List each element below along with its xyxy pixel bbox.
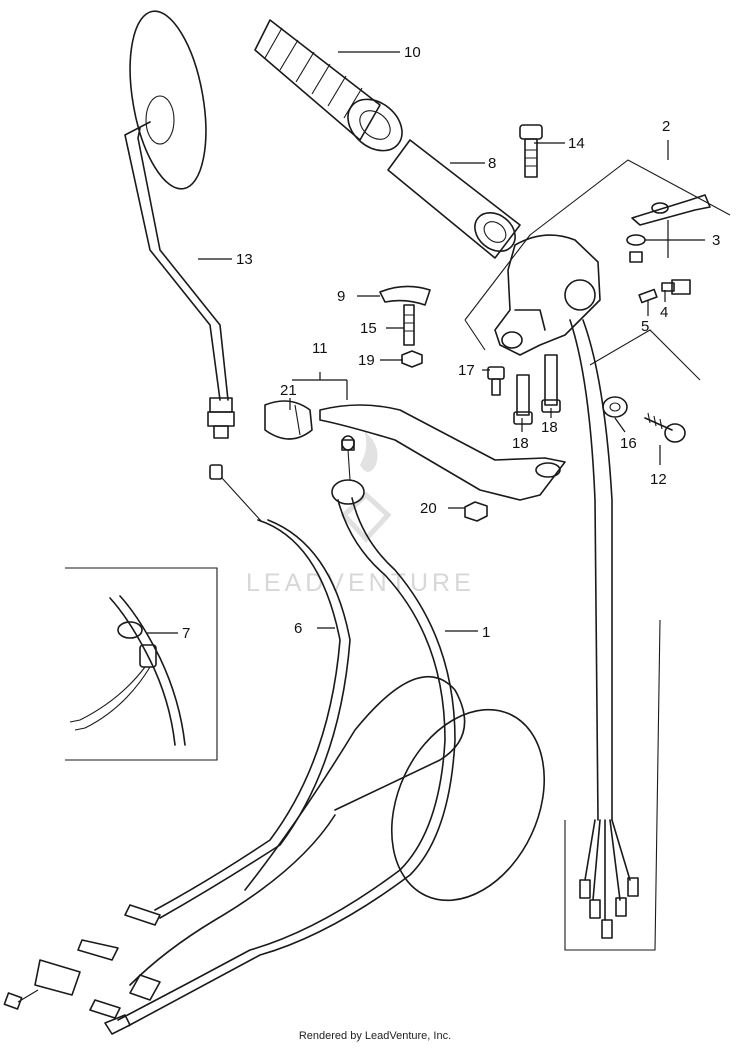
callout-6: 6 (294, 620, 302, 637)
watermark-text: LEADVENTURE (246, 569, 475, 597)
throttle-housing (494, 234, 601, 356)
callout-14: 14 (568, 135, 585, 152)
callout-10: 10 (404, 44, 421, 61)
callout-15: 15 (360, 320, 377, 337)
callout-7: 7 (182, 625, 190, 642)
callout-18-right: 18 (541, 419, 558, 436)
callout-11: 11 (312, 340, 328, 357)
grip-pipe (387, 139, 521, 259)
switch-harness (564, 319, 661, 951)
watermark: LEADVENTURE (246, 431, 475, 597)
throttle-grip (254, 19, 403, 152)
callout-19: 19 (358, 352, 375, 369)
callout-9: 9 (337, 288, 345, 305)
callout-5: 5 (641, 318, 649, 335)
screw-18-right (541, 354, 561, 413)
callout-1: 1 (482, 624, 490, 641)
screw-15 (403, 304, 415, 346)
clutch-lever (319, 404, 566, 501)
callout-21: 21 (280, 382, 297, 399)
screw-18-left (513, 374, 533, 425)
inset-box (65, 567, 218, 761)
screw-14 (519, 124, 543, 178)
callout-18-left: 18 (512, 435, 529, 452)
footer-credit: Rendered by LeadVenture, Inc. (298, 1030, 452, 1042)
screw-5 (638, 288, 658, 304)
callout-8: 8 (488, 155, 496, 172)
nut-19 (401, 350, 423, 368)
lever-boot (264, 400, 313, 440)
callouts: 10 8 14 2 3 4 5 13 9 15 19 11 21 17 18 1… (182, 44, 720, 642)
mirror (124, 10, 235, 439)
screw-4 (661, 279, 691, 295)
screw-12 (644, 412, 686, 443)
nut-20 (464, 501, 488, 522)
cable-adjuster-plate (626, 194, 711, 263)
callout-13: 13 (236, 251, 253, 268)
callout-4: 4 (660, 304, 668, 321)
screw-17 (487, 366, 505, 396)
callout-2: 2 (662, 118, 670, 135)
clip-9 (379, 285, 431, 306)
callout-3: 3 (712, 232, 720, 249)
callout-16: 16 (620, 435, 637, 452)
callout-12: 12 (650, 471, 667, 488)
clutch-cable (3, 464, 351, 1010)
callout-leaders (147, 51, 705, 634)
throttle-cable (104, 439, 456, 1035)
callout-17: 17 (458, 362, 475, 379)
nut-16 (602, 396, 628, 418)
housing-group-outline (464, 159, 731, 381)
cable-loop (89, 675, 546, 1019)
callout-20: 20 (420, 500, 437, 517)
